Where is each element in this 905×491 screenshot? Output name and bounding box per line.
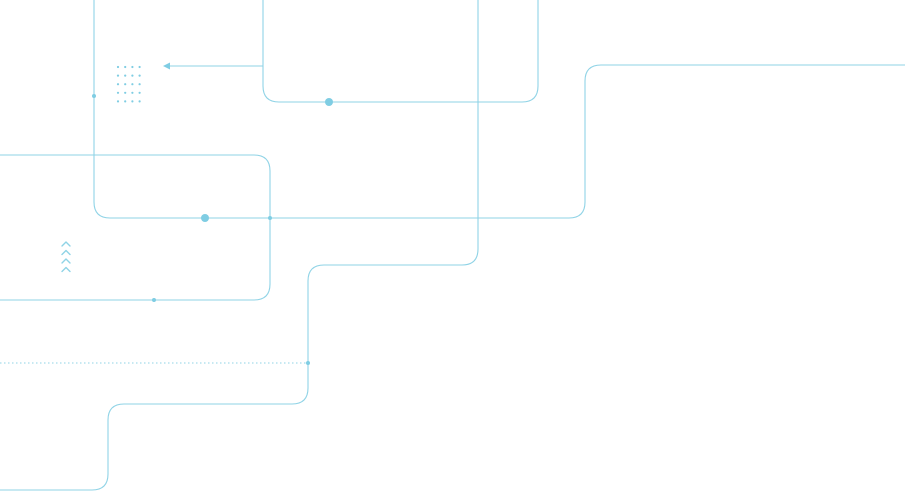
node-dotted-end (306, 361, 310, 365)
node-loop-junction (268, 216, 272, 220)
grid-dot (116, 83, 120, 86)
node-top-box (325, 98, 333, 106)
grid-dot (131, 65, 134, 69)
chevron-up-icon (61, 266, 71, 273)
grid-dot (116, 100, 120, 103)
chevron-up-icon (61, 249, 71, 256)
grid-dot (131, 100, 134, 103)
grid-dot (138, 74, 141, 77)
chevron-up-icon (61, 241, 71, 247)
trace-mid-box (0, 154, 271, 301)
grid-dot (124, 100, 127, 103)
grid-dot (131, 83, 134, 86)
trace-left-loop (93, 0, 905, 219)
grid-dot (116, 74, 120, 77)
node-loop-large (201, 214, 209, 222)
node-mid-box-bottom (152, 298, 156, 302)
chevron-up-icon (61, 258, 71, 264)
node-left-vertical (92, 94, 96, 98)
circuit-nodes (92, 94, 333, 365)
grid-dot (131, 74, 134, 77)
arrow-left-icon (163, 62, 170, 70)
grid-dot (131, 91, 134, 94)
grid-dot (138, 91, 141, 94)
chevron-up-icon (61, 241, 71, 273)
grid-dot (138, 100, 141, 103)
trace-staircase-upper (0, 0, 479, 491)
grid-dot (124, 91, 127, 94)
grid-dot (138, 65, 141, 69)
grid-dot (116, 65, 120, 69)
grid-dot (124, 65, 127, 69)
dot-grid-pattern (116, 65, 141, 103)
grid-dot (124, 74, 127, 77)
grid-dot (116, 91, 120, 94)
trace-top-box (262, 0, 539, 103)
grid-dot (138, 83, 141, 86)
grid-dot (124, 83, 127, 86)
